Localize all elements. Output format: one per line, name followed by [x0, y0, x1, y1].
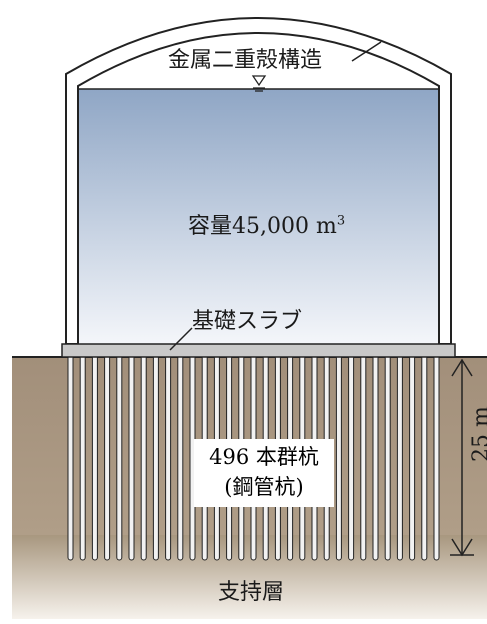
- steel-pile: [128, 349, 135, 561]
- roof-leader-line: [351, 41, 382, 62]
- depth-dimension: [450, 358, 474, 557]
- tank-inner-shell: [77, 32, 440, 344]
- bearing-layer: [12, 535, 487, 619]
- steel-pile: [348, 349, 355, 561]
- roof-structure-label: 金属二重殻構造: [168, 48, 323, 73]
- slab-leader-line: [169, 327, 193, 351]
- steel-pile: [409, 349, 416, 561]
- steel-pile: [433, 349, 440, 561]
- foundation-slab-label: 基礎スラブ: [192, 309, 303, 334]
- steel-pile: [152, 349, 159, 561]
- steel-pile: [116, 349, 123, 561]
- bearing-layer-label: 支持層: [218, 580, 285, 605]
- pile-count-label: 496 本群杭: [209, 445, 319, 469]
- steel-pile: [421, 349, 428, 561]
- capacity-label: 容量45,000 m3: [188, 208, 345, 240]
- capacity-unit-superscript: 3: [336, 213, 346, 229]
- steel-pile: [79, 349, 86, 561]
- foundation-slab: [61, 343, 456, 358]
- steel-pile: [360, 349, 367, 561]
- steel-pile: [396, 349, 403, 561]
- pile-group-label: 496 本群杭 (鋼管杭): [194, 439, 334, 507]
- steel-pile: [372, 349, 379, 561]
- steel-pile: [177, 349, 184, 561]
- steel-pile: [384, 349, 391, 561]
- steel-pile: [67, 349, 74, 561]
- water-level-icon: [251, 75, 267, 92]
- steel-pile: [104, 349, 111, 561]
- capacity-text: 容量45,000 m: [188, 214, 337, 239]
- pile-type-label: (鋼管杭): [224, 475, 304, 499]
- steel-pile: [140, 349, 147, 561]
- steel-pile: [165, 349, 172, 561]
- pile-depth-label: 25 m: [469, 406, 487, 462]
- steel-pile: [91, 349, 98, 561]
- steel-pile: [335, 349, 342, 561]
- stored-liquid: [78, 89, 439, 344]
